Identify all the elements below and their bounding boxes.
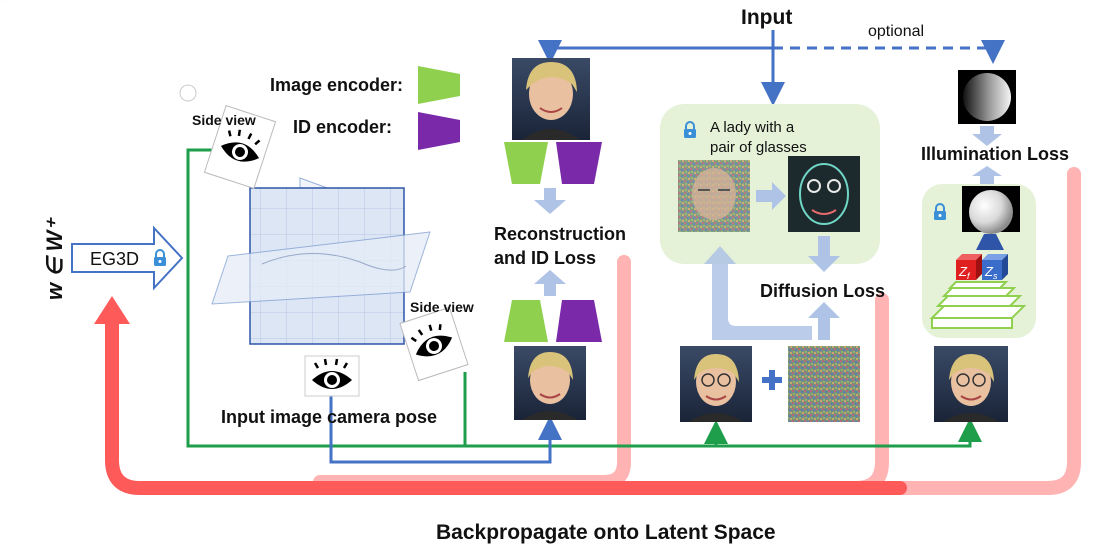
zs-subscript: s xyxy=(993,271,998,281)
input-face-photo xyxy=(512,58,590,140)
diffusion-arrow-up xyxy=(808,302,840,340)
recon-loss-label-1: Reconstruction xyxy=(494,224,626,244)
prompt-line-2: pair of glasses xyxy=(710,139,807,156)
recon-id-encoder-top xyxy=(556,142,602,184)
recon-id-encoder-bottom xyxy=(556,300,602,342)
shading-sphere-image xyxy=(958,70,1016,124)
side-view-label-1: Side view xyxy=(192,112,256,128)
input-arrow-left xyxy=(550,30,773,58)
recon-arrow-down xyxy=(534,188,566,214)
diffusion-loss-label: Diffusion Loss xyxy=(760,281,885,301)
final-face-photo xyxy=(934,346,1008,422)
illumination-loss-label: Illumination Loss xyxy=(921,144,1069,164)
rendered-face-photo xyxy=(514,346,586,420)
backprop-caption: Backpropagate onto Latent Space xyxy=(436,521,776,544)
eg3d-label: EG3D xyxy=(90,249,139,269)
input-label: Input xyxy=(741,6,792,29)
denoised-sketch-image xyxy=(788,156,860,232)
noisy-render-image xyxy=(678,160,750,232)
backprop-arrowhead xyxy=(94,296,130,324)
side-view-label-2: Side view xyxy=(410,299,474,315)
glasses-face-photo xyxy=(680,346,752,422)
latent-label: w ∈ W⁺ xyxy=(42,217,67,300)
recon-image-encoder-bottom xyxy=(504,300,548,342)
illum-arrow-up xyxy=(972,166,1002,184)
triplane-volume xyxy=(212,178,430,344)
camera-pose-label: Input image camera pose xyxy=(221,407,437,427)
id-encoder-legend: ID encoder: xyxy=(293,117,392,137)
recon-arrow-up xyxy=(534,270,566,296)
prompt-line-1: A lady with a xyxy=(710,119,795,136)
illum-arrow-down xyxy=(972,126,1002,146)
noise-image xyxy=(788,346,860,422)
recon-loss-label-2: and ID Loss xyxy=(494,248,596,268)
plus-icon xyxy=(762,370,782,390)
recon-image-encoder-top xyxy=(504,142,548,184)
image-encoder-legend: Image encoder: xyxy=(270,75,403,95)
input-arrow-optional xyxy=(773,48,993,58)
id-encoder-shape xyxy=(418,112,460,150)
side-view-card-2 xyxy=(400,307,468,380)
image-encoder-shape xyxy=(418,66,460,104)
optional-label: optional xyxy=(868,23,924,40)
lit-sphere-image xyxy=(962,186,1020,234)
